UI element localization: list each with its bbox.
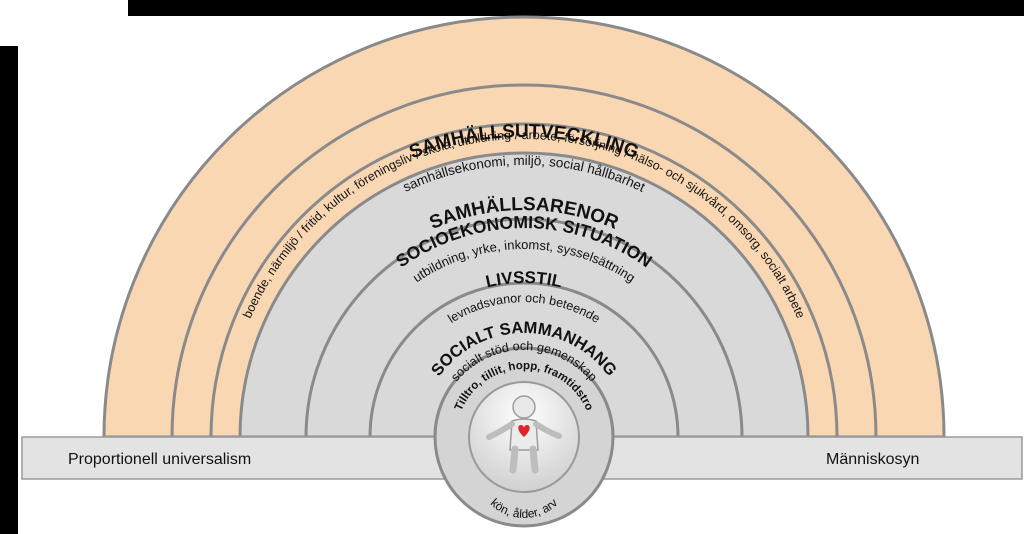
- heart-icon: [518, 425, 530, 437]
- livsstil-title: LIVSSTIL: [484, 268, 564, 291]
- left-base-label: Proportionell universalism: [68, 451, 252, 468]
- right-base-label: Människosyn: [826, 451, 920, 468]
- top-black-bar: [128, 0, 1024, 16]
- person-figure: [486, 395, 562, 474]
- left-black-bar: [0, 46, 18, 534]
